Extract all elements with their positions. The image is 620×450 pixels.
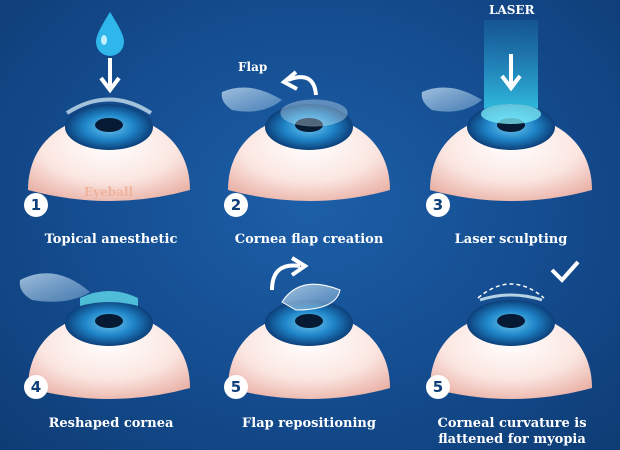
step-6-number: 5	[426, 375, 450, 399]
checkmark-icon	[550, 260, 580, 283]
step-5-number: 5	[224, 375, 248, 399]
down-arrow-icon	[99, 58, 121, 94]
pupil	[95, 118, 123, 132]
flap-label: Flap	[238, 60, 268, 74]
eyeball-label: Eyeball	[84, 185, 134, 199]
corneal-flap	[221, 87, 282, 112]
step-6-label: Corneal curvature is flattened for myopi…	[437, 416, 587, 447]
step-1-number: 1	[24, 193, 48, 217]
cornea	[481, 104, 541, 124]
cornea	[65, 97, 153, 115]
reshaped-cornea	[80, 291, 138, 306]
pupil	[497, 314, 525, 328]
pupil	[95, 314, 123, 328]
drop-icon	[96, 12, 124, 56]
step-1-eye	[28, 97, 190, 201]
step-4-eye	[19, 273, 190, 399]
step-3-label: Laser sculpting	[454, 232, 568, 247]
step-4-label: Reshaped cornea	[48, 416, 174, 431]
step-6-eye	[430, 283, 592, 399]
step-1-label: Topical anesthetic	[44, 232, 178, 247]
pupil	[295, 314, 323, 328]
step-4-number: 4	[24, 375, 48, 399]
pupil	[295, 118, 323, 132]
corneal-flap	[421, 87, 482, 112]
cornea	[280, 99, 348, 127]
step-3-number: 3	[426, 193, 450, 217]
step-5-eye	[228, 283, 390, 399]
curved-arrow-icon	[270, 256, 309, 291]
curved-arrow-icon	[280, 70, 318, 96]
corneal-flap	[19, 273, 90, 302]
original-curvature	[477, 283, 545, 299]
step-2-label: Cornea flap creation	[234, 232, 384, 247]
flattened-cornea	[479, 293, 543, 302]
step-2-number: 2	[224, 193, 248, 217]
step-2-eye	[221, 87, 390, 201]
laser-label: LASER	[489, 3, 535, 17]
step-3-eye	[421, 87, 592, 201]
step-5-label: Flap repositioning	[242, 416, 376, 431]
corneal-flap	[281, 283, 341, 311]
